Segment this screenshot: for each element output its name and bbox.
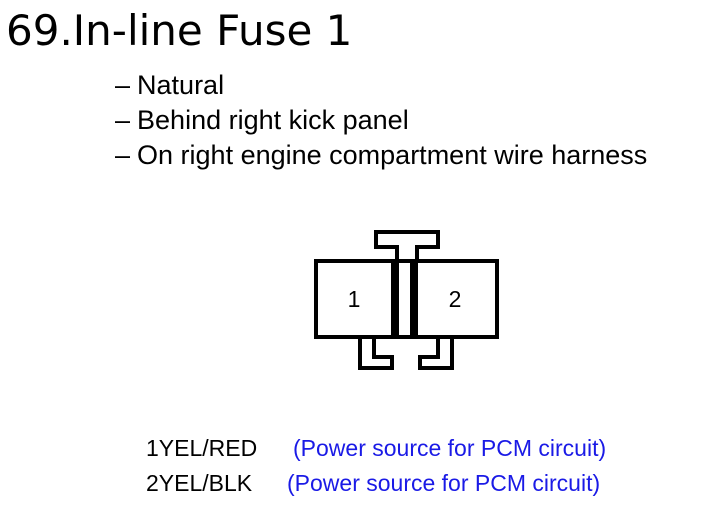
bullet-dash: – bbox=[115, 105, 131, 135]
terminal-2-body bbox=[414, 259, 499, 339]
bullet-dash: – bbox=[115, 70, 131, 100]
connector-latch-top bbox=[374, 230, 440, 263]
pin-description: (Power source for PCM circuit) bbox=[287, 470, 601, 496]
location-list: –Natural –Behind right kick panel –On ri… bbox=[115, 68, 647, 173]
pin-list: 1YEL/RED (Power source for PCM circuit) … bbox=[146, 431, 606, 501]
pin-wire-color: YEL/BLK bbox=[158, 470, 253, 496]
pin-number: 2 bbox=[146, 470, 159, 496]
pin-row: 1YEL/RED (Power source for PCM circuit) bbox=[146, 431, 606, 466]
bullet-text: Behind right kick panel bbox=[137, 105, 409, 135]
terminal-1-label: 1 bbox=[348, 286, 361, 312]
pin-wire-color: YEL/RED bbox=[158, 435, 258, 461]
connector-divider bbox=[395, 259, 414, 339]
connector-hook-left bbox=[358, 337, 394, 370]
pin-row: 2YEL/BLK (Power source for PCM circuit) bbox=[146, 466, 600, 501]
connector-hook-right bbox=[418, 337, 454, 370]
pin-description: (Power source for PCM circuit) bbox=[293, 435, 607, 461]
list-item: –Behind right kick panel bbox=[115, 103, 647, 138]
pin-number: 1 bbox=[146, 435, 159, 461]
fuse-connector-diagram: 1 2 bbox=[314, 230, 499, 370]
terminal-2-label: 2 bbox=[449, 286, 462, 312]
bullet-dash: – bbox=[115, 140, 131, 170]
terminal-1-body bbox=[314, 259, 395, 339]
page-title: 69.In-line Fuse 1 bbox=[6, 6, 353, 55]
list-item: –Natural bbox=[115, 68, 647, 103]
bullet-text: Natural bbox=[137, 70, 225, 100]
bullet-text: On right engine compartment wire harness bbox=[137, 140, 648, 170]
list-item: –On right engine compartment wire harnes… bbox=[115, 138, 647, 173]
